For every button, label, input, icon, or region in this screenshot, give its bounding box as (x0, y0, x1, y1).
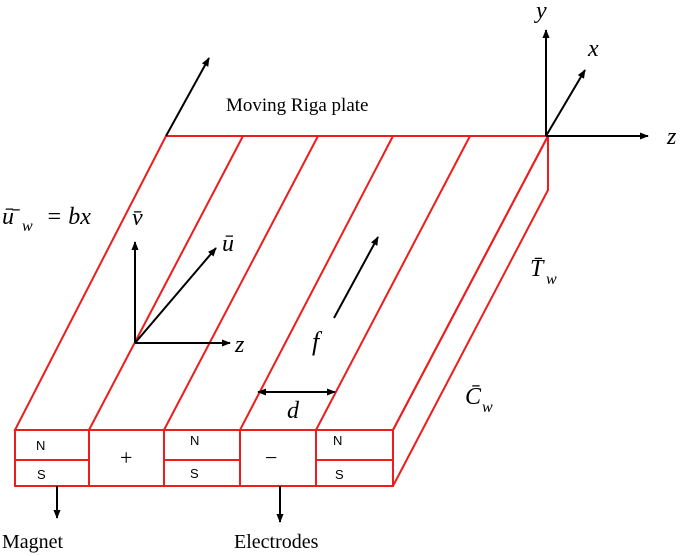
wall-concentration-symbol: C̄ (465, 384, 482, 410)
pole-s-1: S (37, 467, 46, 482)
riga-plate (13, 135, 550, 487)
strip-line-1 (88, 135, 244, 431)
plate-motion-arrow (165, 57, 210, 137)
wall-velocity-equation: = bx (46, 204, 91, 230)
plate-title: Moving Riga plate (226, 95, 368, 116)
axis-y-label: y (534, 0, 547, 24)
wall-concentration-subscript: w (482, 399, 493, 416)
d-label: d (287, 398, 300, 424)
plate-side-face (392, 135, 549, 487)
axis-x-arrow (545, 69, 586, 137)
pole-n-1: N (36, 438, 45, 453)
force-label: f (312, 327, 323, 356)
electrode-plus: + (120, 445, 132, 470)
z-inner-label: z (234, 332, 245, 358)
pole-s-3: S (335, 467, 344, 482)
magnet-label: Magnet (2, 531, 64, 553)
electrode-minus: − (265, 445, 277, 470)
pole-n-3: N (333, 433, 342, 448)
pole-n-2: N (190, 433, 199, 448)
u-bar-label: ū (222, 231, 234, 257)
wall-velocity-symbol: ū̄ (2, 204, 20, 230)
strip-line-3 (239, 135, 394, 431)
force-arrow (333, 236, 379, 319)
strip-line-4 (315, 135, 471, 431)
wall-temperature-subscript: w (546, 271, 557, 288)
pole-s-2: S (190, 466, 199, 481)
wall-velocity-subscript: w (22, 218, 33, 235)
wall-temperature-symbol: T̄ (530, 256, 545, 282)
axis-z-label: z (666, 124, 677, 150)
electrodes-label: Electrodes (234, 531, 319, 553)
v-bar-label: v̄ (132, 205, 143, 231)
strip-line-2 (163, 135, 319, 431)
axis-x-label: x (587, 36, 599, 62)
u-bar-arrow (134, 247, 217, 344)
